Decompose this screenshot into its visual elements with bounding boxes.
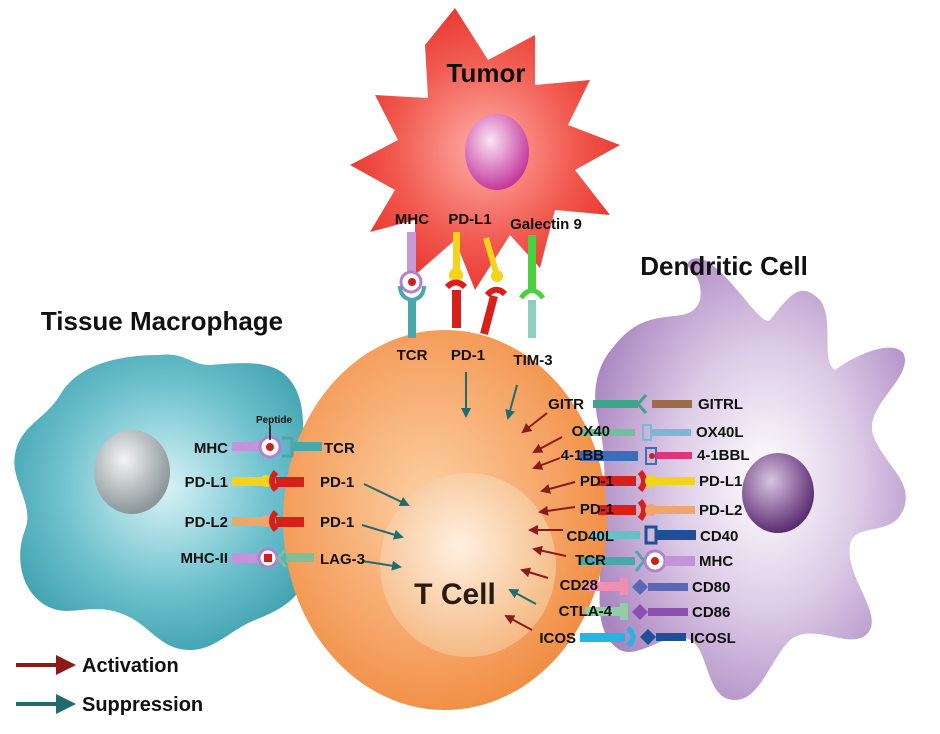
arrows-dendritic [504, 412, 576, 631]
icos-icosl [580, 626, 686, 648]
t-cell-nucleus [380, 473, 556, 657]
tumor-pdl1-pd1 [444, 232, 508, 336]
dc-receptor-label: PD-1 [580, 473, 614, 490]
mac-ligand-label: PD-L2 [185, 514, 228, 531]
ox40-ox40l [580, 424, 691, 441]
tcell-title: T Cell [414, 578, 496, 611]
dc-receptor-label: 4-1BB [561, 447, 605, 464]
dc-ligand-label: MHC [699, 553, 733, 570]
macrophage-title: Tissue Macrophage [41, 306, 283, 336]
mac-receptor-label: PD-1 [320, 514, 354, 531]
dc-receptor-label: TCR [575, 552, 606, 569]
dc-ligand-label: CD40 [700, 528, 738, 545]
gitr-gitrl [593, 394, 692, 414]
tumor-mhc-tcr [398, 232, 426, 338]
dc-ligand-label: CD86 [692, 604, 730, 621]
legend-activation: Activation [82, 655, 179, 677]
41bb-41bbl [580, 447, 692, 465]
ctla4-cd86 [585, 603, 688, 620]
dc-ligand-label: PD-L2 [699, 502, 742, 519]
dendritic-title: Dendritic Cell [640, 251, 808, 281]
dc-receptor-label: PD-1 [580, 501, 614, 518]
tumor-receptor-label: PD-1 [451, 347, 485, 364]
pd1-pdl1 [598, 470, 695, 492]
dc-receptor-label: OX40 [572, 423, 610, 440]
mac-pdl1-pd1 [232, 470, 304, 492]
dc-receptor-label: CTLA-4 [559, 603, 613, 620]
tumor-receptor-label: TIM-3 [513, 352, 552, 369]
dendritic-nucleus [742, 453, 814, 533]
mac-receptor-label: LAG-3 [320, 551, 365, 568]
dc-receptor-label: GITR [548, 396, 584, 413]
tumor-ligand-label: MHC [395, 211, 429, 228]
dc-receptors [580, 394, 696, 648]
dc-ligand-label: PD-L1 [699, 473, 742, 490]
mac-pdl2-pd1 [232, 510, 304, 532]
mac-ligand-label: PD-L1 [185, 474, 228, 491]
mac-mhc-tcr [232, 425, 322, 459]
tcr-mhc [580, 549, 695, 573]
tumor-galectin9-tim3 [518, 235, 546, 338]
mac-ligand-label: MHC [194, 440, 228, 457]
tumor-ligand-label: Galectin 9 [510, 216, 582, 233]
dc-ligand-label: ICOSL [690, 630, 736, 647]
legend: Activation Suppression [16, 655, 203, 716]
macrophage-cell-body [14, 354, 315, 650]
dc-ligand-label: 4-1BBL [697, 447, 750, 464]
tumor-nucleus [465, 114, 529, 190]
mac-receptor-label: PD-1 [320, 474, 354, 491]
dc-receptor-label: CD40L [566, 528, 614, 545]
dc-receptor-label: CD28 [560, 577, 598, 594]
mac-receptor-label: TCR [324, 440, 355, 457]
dc-ligand-label: OX40L [696, 424, 744, 441]
cd40l-cd40 [590, 525, 696, 545]
pd1-pdl2 [598, 499, 695, 521]
arrows-macrophage [361, 483, 410, 571]
tumor-ligand-label: PD-L1 [448, 211, 491, 228]
cd28-cd80 [585, 578, 688, 595]
tumor-receptor-label: TCR [397, 347, 428, 364]
macrophage-nucleus [94, 430, 170, 514]
dc-ligand-label: CD80 [692, 579, 730, 596]
peptide-label: Peptide [256, 415, 293, 426]
dc-ligand-label: GITRL [698, 396, 743, 413]
dc-receptor-label: ICOS [539, 630, 576, 647]
mac-ligand-label: MHC-II [181, 550, 229, 567]
legend-suppression: Suppression [82, 694, 203, 716]
tumor-title: Tumor [447, 58, 526, 88]
arrows-tumor [461, 372, 518, 420]
mac-mhcii-lag3 [232, 547, 314, 569]
